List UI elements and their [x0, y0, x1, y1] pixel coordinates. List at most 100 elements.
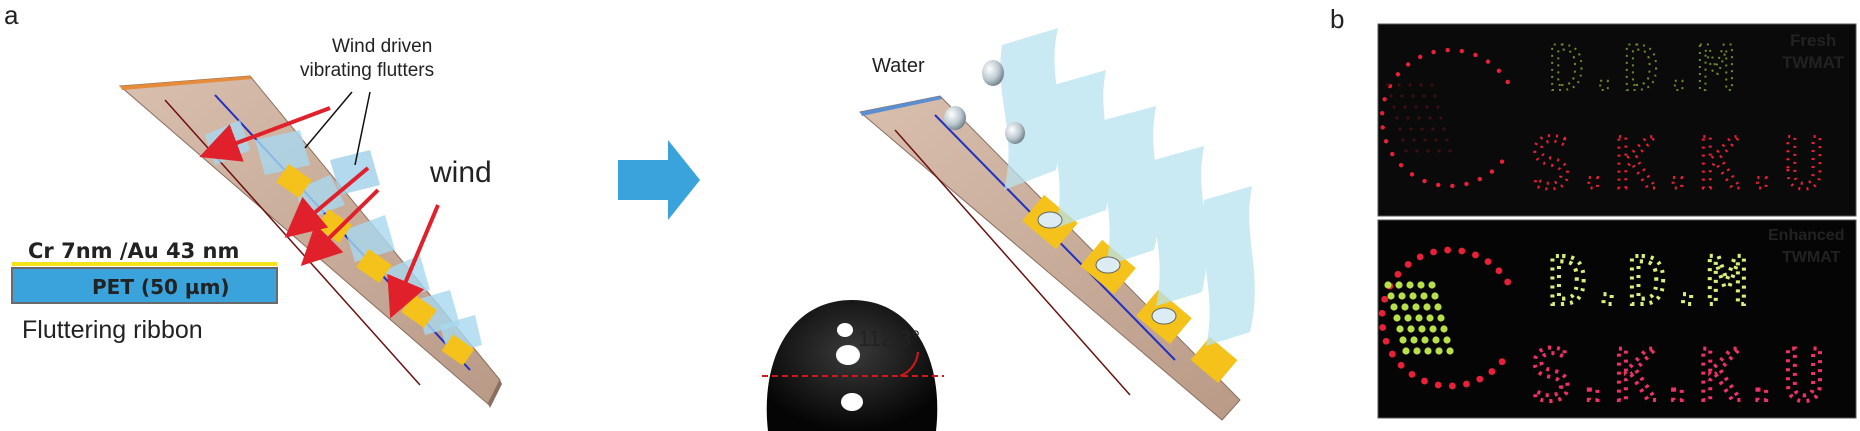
led-dot: [1463, 380, 1470, 388]
led-dot: [1395, 72, 1401, 77]
led-dot: [1413, 347, 1421, 355]
led-dot: [1477, 176, 1483, 182]
led-dot: [1401, 303, 1409, 311]
led-dot: [1431, 127, 1435, 131]
led-dot: [1476, 375, 1484, 383]
led-dot: [1416, 253, 1424, 261]
led-dot: [1444, 246, 1452, 254]
led-dot: [1406, 281, 1414, 289]
led-dot: [1439, 116, 1443, 120]
ribbon-label: Fluttering ribbon: [22, 316, 203, 344]
led-dot: [1430, 248, 1437, 256]
enhanced-row1: D.D.M: [1548, 243, 1747, 320]
display-fresh: [1377, 23, 1857, 217]
wind-label: wind: [429, 156, 492, 189]
led-dot: [1459, 48, 1465, 54]
led-dot: [1389, 94, 1393, 98]
contact-angle-photo: [758, 300, 948, 431]
led-dot: [1432, 336, 1440, 344]
led-dot: [1409, 127, 1413, 131]
led-dot: [1408, 370, 1416, 378]
led-dot: [1394, 270, 1402, 278]
led-dot: [1382, 97, 1387, 102]
led-dot: [1445, 138, 1449, 142]
led-dot: [1423, 138, 1427, 142]
panel-label-a: a: [4, 0, 19, 30]
led-dot: [1399, 336, 1407, 344]
led-dot: [1489, 169, 1495, 174]
led-dot: [1498, 358, 1506, 366]
led-dot: [1420, 127, 1424, 131]
led-dot: [1393, 314, 1401, 322]
led-dot: [1397, 83, 1401, 87]
led-dot: [1422, 178, 1427, 184]
led-dot: [1392, 105, 1396, 109]
led-dot: [1421, 377, 1428, 385]
flutters-label-line2: vibrating flutters: [300, 60, 434, 81]
led-dot: [1434, 138, 1438, 142]
led-dot: [1383, 139, 1389, 144]
water-label: Water: [872, 55, 925, 77]
fresh-label-line1: Fresh: [1790, 31, 1836, 50]
led-dot: [1398, 292, 1406, 300]
led-dot: [1410, 336, 1418, 344]
led-dot: [1403, 105, 1407, 109]
water-ribbons: [1000, 28, 1255, 346]
led-dot: [1382, 337, 1390, 345]
led-dot: [1464, 181, 1469, 187]
enhanced-label-line1: Enhanced: [1768, 227, 1844, 244]
led-dot: [1435, 182, 1441, 188]
enhanced-row2: S.K.K.U: [1530, 335, 1825, 417]
fresh-label-line2: TWMAT: [1782, 53, 1845, 72]
layer-stack: [11, 262, 278, 304]
led-dot: [1397, 361, 1405, 369]
led-dot: [1473, 52, 1478, 58]
led-dot: [1424, 347, 1432, 355]
label-pointers: [304, 91, 371, 166]
led-dot: [1390, 303, 1398, 311]
led-dot: [1448, 382, 1456, 390]
led-dot: [1417, 281, 1425, 289]
led-dot: [1418, 325, 1426, 333]
led-dot: [1421, 336, 1429, 344]
led-dot: [1415, 314, 1423, 322]
led-dot: [1405, 62, 1411, 67]
led-dot: [1442, 127, 1446, 131]
led-dot: [1379, 111, 1385, 116]
led-dot: [1505, 79, 1510, 85]
led-dot: [1437, 314, 1445, 322]
led-dot: [1412, 303, 1420, 311]
fresh-row2: S.K.K.U: [1530, 123, 1825, 205]
led-dot: [1431, 292, 1439, 300]
led-dot: [1398, 127, 1402, 131]
led-dot: [1426, 314, 1434, 322]
led-dot: [1499, 159, 1505, 164]
led-dot: [1379, 324, 1387, 331]
led-dot: [1388, 350, 1396, 358]
led-dot: [1450, 183, 1455, 189]
led-dot: [1426, 149, 1430, 153]
led-dot: [1395, 116, 1399, 120]
led-dot: [1417, 54, 1423, 60]
led-dot: [1472, 251, 1479, 259]
flutters-label-line1: Wind driven: [332, 36, 432, 57]
led-dot: [1423, 303, 1431, 311]
led-dot: [1414, 105, 1418, 109]
fresh-row1: D.D.M: [1548, 32, 1735, 105]
led-dot: [1448, 149, 1452, 153]
led-dot: [1445, 47, 1450, 53]
led-dot: [1412, 138, 1416, 142]
panel-label-b: b: [1330, 4, 1345, 34]
led-dot: [1411, 94, 1415, 98]
led-dot: [1437, 149, 1441, 153]
led-dot: [1436, 105, 1440, 109]
wind-arrows: [199, 106, 440, 319]
led-dot: [1484, 258, 1492, 266]
led-dot: [1395, 281, 1403, 289]
led-dot: [1419, 83, 1423, 87]
led-dot: [1396, 325, 1404, 333]
led-dot: [1435, 347, 1443, 355]
led-dot: [1408, 83, 1412, 87]
display-enhanced: [1377, 219, 1857, 419]
